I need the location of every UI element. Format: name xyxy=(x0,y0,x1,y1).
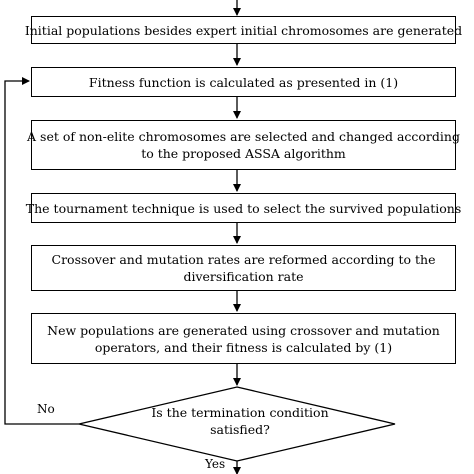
step-4-text: The tournament technique is used to sele… xyxy=(25,200,462,216)
decision-question: Is the termination condition satisfied? xyxy=(100,404,380,438)
step-5-text-line-1: Crossover and mutation rates are reforme… xyxy=(51,252,436,267)
step-3-text-line-1: A set of non-elite chromosomes are selec… xyxy=(27,129,460,144)
step-4-box: The tournament technique is used to sele… xyxy=(26,193,461,223)
no-label: No xyxy=(37,402,55,416)
step-5-text-line-2: diversification rate xyxy=(183,269,304,284)
step-1-box: Initial populations besides expert initi… xyxy=(25,16,462,44)
decision-text-line-1: Is the termination condition xyxy=(151,405,329,420)
step-2-text: Fitness function is calculated as presen… xyxy=(88,74,399,90)
no-loop-connector xyxy=(4,77,79,425)
step-6-text-line-2: operators, and their fitness is calculat… xyxy=(94,339,393,355)
step-6-box: New populations are generated using cros… xyxy=(31,313,456,364)
step-1-text: Initial populations besides expert initi… xyxy=(24,22,463,38)
step-3-box: A set of non-elite chromosomes are selec… xyxy=(27,120,460,170)
step-5-box: Crossover and mutation rates are reforme… xyxy=(31,245,456,291)
step-6-text-line-1: New populations are generated using cros… xyxy=(47,322,440,338)
step-2-box: Fitness function is calculated as presen… xyxy=(31,67,456,97)
yes-label: Yes xyxy=(205,457,226,471)
decision-text-line-2: satisfied? xyxy=(210,422,270,437)
step-3-text-line-2: to the proposed ASSA algorithm xyxy=(141,146,346,161)
